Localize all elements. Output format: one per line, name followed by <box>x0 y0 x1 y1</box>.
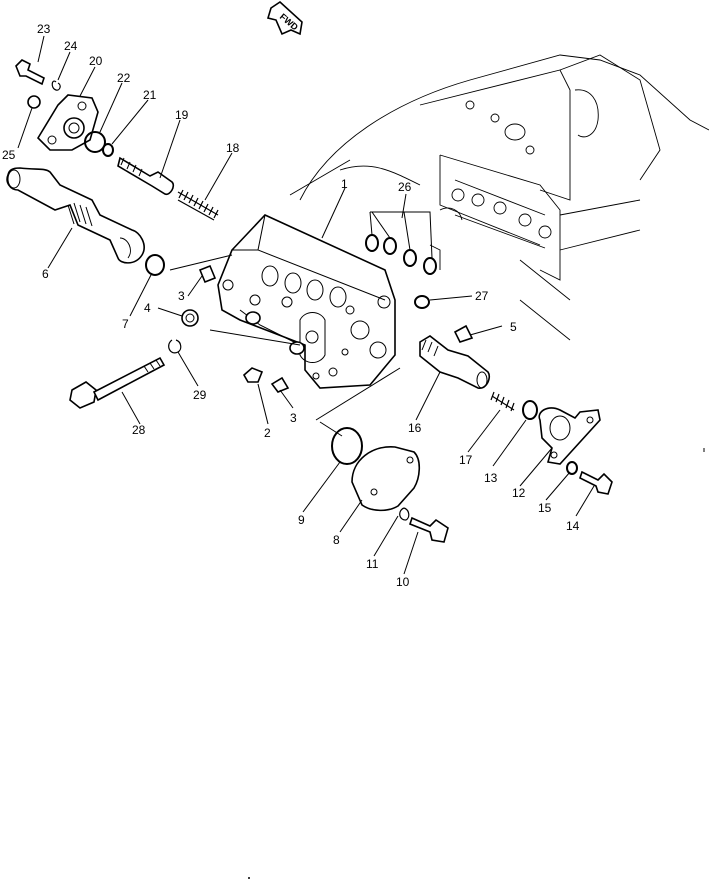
fwd-arrow: FWD <box>266 0 303 36</box>
callout-4: 4 <box>144 301 151 315</box>
washer-part-11 <box>399 507 410 521</box>
callout-21: 21 <box>143 88 157 102</box>
callout-17: 17 <box>459 453 473 467</box>
callout-5: 5 <box>510 320 517 334</box>
o-ring-part-27 <box>414 295 430 309</box>
callout-9: 9 <box>298 513 305 527</box>
plug-part-2 <box>242 367 264 383</box>
o-ring-part-7 <box>145 254 165 276</box>
callout-18: 18 <box>226 141 240 155</box>
callout-26: 26 <box>398 180 412 194</box>
plug-part-3-lower <box>270 376 290 393</box>
callout-23: 23 <box>37 22 51 36</box>
plug-part-4 <box>181 309 199 327</box>
cover-part-12 <box>538 407 601 465</box>
callout-20: 20 <box>89 54 103 68</box>
spring-part-17 <box>490 391 515 412</box>
transmission-housing <box>289 54 709 341</box>
callout-15: 15 <box>538 501 552 515</box>
o-ring-part-9 <box>331 427 363 465</box>
ring-part-21 <box>102 143 114 157</box>
o-ring-part-22 <box>84 131 106 153</box>
washer-part-29 <box>168 339 182 354</box>
long-bolt-part-28 <box>69 356 166 409</box>
spool-part-16 <box>419 335 491 389</box>
callout-29: 29 <box>193 388 207 402</box>
bolt-part-23 <box>15 59 45 86</box>
spool-part-6 <box>6 167 145 264</box>
callout-7: 7 <box>122 317 129 331</box>
callout-10: 10 <box>396 575 410 589</box>
callout-24: 24 <box>64 39 78 53</box>
callout-19: 19 <box>175 108 189 122</box>
callout-2: 2 <box>264 426 271 440</box>
callout-14: 14 <box>566 519 580 533</box>
washer-part-15 <box>566 461 578 475</box>
callout-12: 12 <box>512 486 526 500</box>
plug-part-3-upper <box>198 264 217 284</box>
callout-11: 11 <box>366 557 379 571</box>
spring-part-18 <box>177 189 219 221</box>
callout-28: 28 <box>132 423 146 437</box>
bolt-part-14 <box>579 470 613 495</box>
callout-16: 16 <box>408 421 422 435</box>
end-cover-part-8 <box>351 446 421 512</box>
plug-part-5 <box>453 324 474 343</box>
callout-3-upper: 3 <box>178 289 185 303</box>
nut-part-25 <box>27 95 41 109</box>
bolt-part-10 <box>409 516 449 543</box>
flange-part-20 <box>36 94 99 151</box>
callout-27: 27 <box>475 289 489 303</box>
callout-6: 6 <box>42 267 49 281</box>
stray-dot <box>248 877 250 879</box>
valve-body <box>217 214 396 389</box>
callout-13: 13 <box>484 471 498 485</box>
callout-25: 25 <box>2 148 16 162</box>
o-ring-part-13 <box>522 400 538 420</box>
washer-part-24 <box>51 80 61 91</box>
leader-lines <box>17 35 595 575</box>
callout-22: 22 <box>117 71 131 85</box>
callout-8: 8 <box>333 533 340 547</box>
callout-3-lower: 3 <box>290 411 297 425</box>
callouts: 1 2 3 3 4 5 6 7 8 9 10 11 12 13 14 15 16… <box>2 22 580 589</box>
callout-1: 1 <box>341 177 348 191</box>
bolt-part-19 <box>117 156 175 196</box>
